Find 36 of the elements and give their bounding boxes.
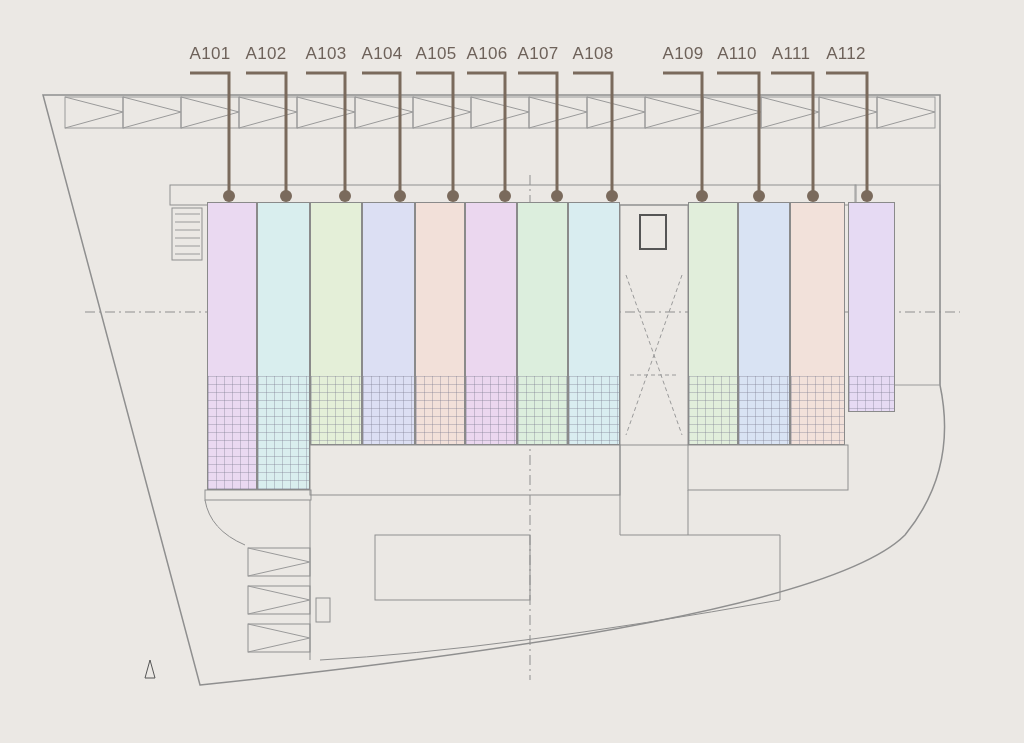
apartment-unit xyxy=(848,202,895,412)
apartment-unit xyxy=(738,202,790,445)
apartment-unit xyxy=(568,202,620,445)
apartment-unit xyxy=(207,202,257,490)
unit-label: A107 xyxy=(516,42,560,73)
unit-label: A111 xyxy=(769,42,813,73)
leader-line xyxy=(190,71,235,202)
leader-line xyxy=(717,71,765,202)
leader-line xyxy=(246,71,292,202)
leader-line xyxy=(362,71,406,202)
leader-line xyxy=(826,71,873,202)
apartment-unit xyxy=(310,202,362,445)
leader-line xyxy=(573,71,618,202)
leader-line xyxy=(306,71,351,202)
leader-line xyxy=(663,71,708,202)
apartment-unit xyxy=(257,202,310,490)
leader-line xyxy=(467,71,511,202)
apartment-unit xyxy=(688,202,738,445)
leader-line xyxy=(518,71,563,202)
unit-label: A105 xyxy=(414,42,458,73)
apartment-unit xyxy=(362,202,415,445)
unit-label: A110 xyxy=(715,42,759,73)
unit-label: A101 xyxy=(188,42,232,73)
apartment-unit xyxy=(415,202,465,445)
apartment-unit xyxy=(790,202,845,445)
unit-label: A104 xyxy=(360,42,404,73)
unit-label: A103 xyxy=(304,42,348,73)
unit-label: A102 xyxy=(244,42,288,73)
unit-label: A108 xyxy=(571,42,615,73)
apartment-unit xyxy=(465,202,517,445)
apartment-unit xyxy=(517,202,568,445)
leader-line xyxy=(416,71,459,202)
unit-label: A109 xyxy=(661,42,705,73)
unit-label: A112 xyxy=(824,42,868,73)
unit-label: A106 xyxy=(465,42,509,73)
leader-line xyxy=(771,71,819,202)
